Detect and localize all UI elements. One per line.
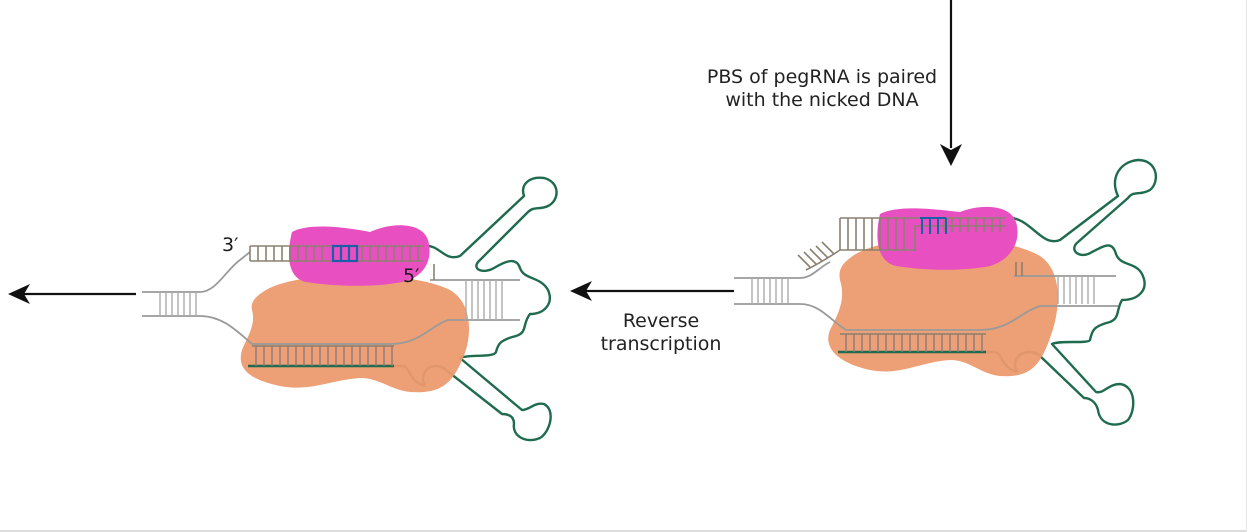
reverse-transcription-line1: Reverse	[622, 310, 700, 332]
reverse-transcriptase-blob	[877, 206, 1018, 270]
dna-rungs-left	[751, 276, 1095, 304]
cas9-nickase-blob	[240, 275, 470, 393]
pbs-pairing-line1: PBS of pegRNA is paired	[706, 66, 938, 88]
reverse-transcription-line2: transcription	[600, 333, 722, 355]
reverse-transcriptase-blob	[288, 225, 430, 286]
bottom-border	[0, 530, 1247, 532]
down-arrow	[940, 0, 962, 166]
five-prime-end-label: 5′	[403, 265, 420, 287]
reverse-transcription-annotation: Reverse transcription	[588, 310, 734, 356]
three-prime-end-label: 3′	[222, 234, 239, 256]
complex-before-rt	[734, 158, 1158, 426]
complex-after-rt	[142, 176, 558, 442]
pbs-pairing-line2: with the nicked DNA	[725, 89, 919, 111]
dna-duplex	[142, 251, 520, 345]
output-arrow	[8, 284, 136, 304]
edit-bases	[331, 244, 359, 263]
rt-template-ladder	[248, 345, 394, 368]
reverse-transcription-arrow	[570, 281, 734, 301]
pbs-pairing-annotation: PBS of pegRNA is paired with the nicked …	[688, 66, 956, 112]
edit-bases	[920, 217, 947, 234]
dna-duplex-left	[734, 261, 1118, 331]
rt-template-ladder	[838, 333, 986, 354]
dna-rungs	[159, 280, 503, 320]
